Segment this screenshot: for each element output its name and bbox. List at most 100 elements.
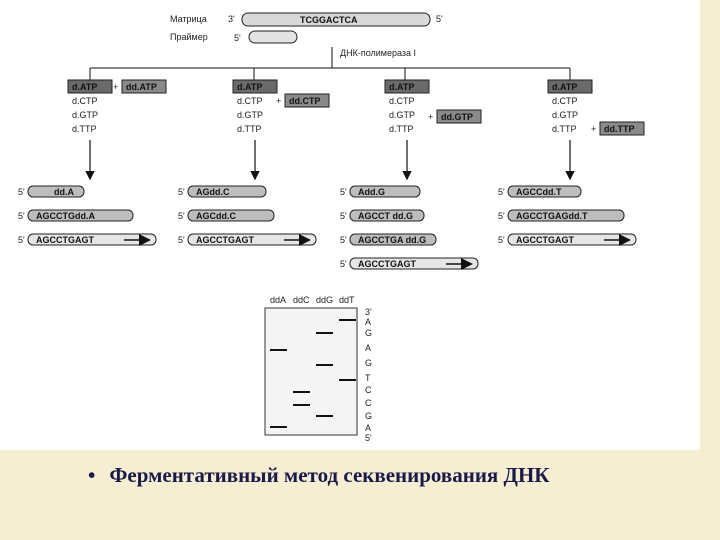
dd-nucleotide-box xyxy=(284,93,330,108)
product-sequence: AGCCTGAGT xyxy=(358,259,416,269)
primer-label: Праймер xyxy=(170,32,208,42)
reaction-3: d.ATP+dd.GTPd.CTPd.GTPd.TTP5'Add.G5'AGCC… xyxy=(340,79,482,270)
product-fragment xyxy=(27,209,134,222)
datp-box xyxy=(232,79,278,94)
product-fragment xyxy=(507,233,637,246)
primer-strand xyxy=(248,30,298,44)
dd-nucleotide-box xyxy=(121,79,167,94)
product-fragment xyxy=(349,185,421,198)
product-fragment xyxy=(187,185,267,198)
product-5prime: 5' xyxy=(498,187,505,197)
product-5prime: 5' xyxy=(340,235,347,245)
product-fragment xyxy=(349,233,437,246)
mix-item: d.CTP xyxy=(389,96,415,106)
gel-sequence-base: C xyxy=(365,385,372,395)
mix-item: d.GTP xyxy=(552,110,578,120)
product-sequence: AGCdd.C xyxy=(196,211,236,221)
plus-sign: + xyxy=(591,124,596,134)
reaction-1: d.ATP + dd.ATP d.CTP d.GTP d.TTP 5' dd.A 5' AGCCT… xyxy=(18,79,167,246)
primer-5prime: 5' xyxy=(234,33,241,43)
gel-frame xyxy=(264,307,358,436)
gel-sequence-base: G xyxy=(365,411,372,421)
gel-lane-label: ddG xyxy=(316,295,333,305)
diagram-canvas: Матрица Праймер 3' TCGGACTCA 5' 5' ДНК-п… xyxy=(18,12,645,443)
gel-lane-label: ddC xyxy=(293,295,310,305)
reaction-4: d.ATP + dd.TTP d.CTP d.GTP d.TTP 5' AGCCdd.T 5' A… xyxy=(498,79,645,246)
gel-sequence-base: A xyxy=(365,317,371,327)
product-5prime: 5' xyxy=(498,235,505,245)
product-5prime: 5' xyxy=(18,187,25,197)
gel-sequence-base: T xyxy=(365,373,371,383)
dd-nucleotide-box xyxy=(436,109,482,124)
product-fragment xyxy=(187,233,317,246)
mix-item: d.CTP xyxy=(552,96,578,106)
caption-text: Ферментативный метод секвенирования ДНК xyxy=(109,463,550,487)
product-fragment xyxy=(27,233,157,246)
product-5prime: 5' xyxy=(498,211,505,221)
gel-lane-label: ddT xyxy=(339,295,355,305)
product-fragment xyxy=(349,209,425,222)
gel-sequence-base: 5' xyxy=(365,433,372,443)
product-5prime: 5' xyxy=(18,211,25,221)
template-5prime: 5' xyxy=(436,14,443,24)
sanger-sequencing-diagram: Матрица Праймер 3' TCGGACTCA 5' 5' ДНК-п… xyxy=(0,0,700,450)
gel-sequence-base: C xyxy=(365,398,372,408)
product-5prime: 5' xyxy=(178,187,185,197)
gel-sequence-base: A xyxy=(365,343,371,353)
mix-item: d.TTP xyxy=(237,124,262,134)
product-5prime: 5' xyxy=(178,211,185,221)
plus-sign: + xyxy=(276,96,281,106)
dd-nucleotide: dd.TTP xyxy=(604,124,635,134)
caption-bullet: • xyxy=(88,463,96,487)
template-sequence: TCGGACTCA xyxy=(300,15,358,25)
product-sequence: dd.A xyxy=(54,187,74,197)
mix-item: d.GTP xyxy=(237,110,263,120)
polymerase-label: ДНК-полимераза I xyxy=(340,48,416,58)
mix-item: d.TTP xyxy=(72,124,97,134)
product-5prime: 5' xyxy=(340,259,347,269)
dd-nucleotide: dd.CTP xyxy=(289,96,321,106)
dd-nucleotide: dd.ATP xyxy=(126,82,157,92)
mix-item: d.GTP xyxy=(389,110,415,120)
mix-item: d.GTP xyxy=(72,110,98,120)
mix-item: d.ATP xyxy=(237,82,262,92)
product-5prime: 5' xyxy=(178,235,185,245)
datp-box xyxy=(384,79,430,94)
gel-sequence-base: A xyxy=(365,423,371,433)
gel-lane-labels: ddA ddC ddG ddT xyxy=(270,295,355,305)
gel-bands xyxy=(270,319,356,428)
product-sequence: Add.G xyxy=(358,187,385,197)
product-fragment xyxy=(187,209,275,222)
product-sequence: AGCCdd.T xyxy=(516,187,562,197)
plus-sign: + xyxy=(113,82,118,92)
caption: • Ферментативный метод секвенирования ДНК xyxy=(88,463,550,488)
mix-item: d.CTP xyxy=(72,96,98,106)
gel-lane-label: ddA xyxy=(270,295,286,305)
product-5prime: 5' xyxy=(18,235,25,245)
reaction-2: d.ATP + dd.CTP d.CTP d.GTP d.TTP 5' AGdd.C 5' AGC… xyxy=(178,79,330,246)
product-fragment xyxy=(507,209,625,222)
product-sequence: AGdd.C xyxy=(196,187,230,197)
mix-item: d.ATP xyxy=(552,82,577,92)
product-sequence: AGCCTGAGT xyxy=(36,235,94,245)
product-sequence: AGCCT dd.G xyxy=(358,211,413,221)
product-fragment xyxy=(27,185,85,198)
mix-item: d.TTP xyxy=(552,124,577,134)
product-sequence: AGCCTGAGT xyxy=(516,235,574,245)
plus-sign: + xyxy=(428,112,433,122)
product-sequence: AGCCTGAGdd.T xyxy=(516,211,588,221)
gel-sequence-base: 3' xyxy=(365,307,372,317)
product-5prime: 5' xyxy=(340,211,347,221)
product-fragment xyxy=(349,257,479,270)
product-sequence: AGCCTGdd.A xyxy=(36,211,95,221)
product-fragment xyxy=(507,185,582,198)
template-strand xyxy=(241,12,431,27)
product-sequence: AGCCTGA dd.G xyxy=(358,235,426,245)
mix-item: d.ATP xyxy=(389,82,414,92)
mix-item: d.ATP xyxy=(72,82,97,92)
matrix-label: Матрица xyxy=(170,14,207,24)
dd-nucleotide-box xyxy=(599,121,645,136)
mix-item: d.CTP xyxy=(237,96,263,106)
